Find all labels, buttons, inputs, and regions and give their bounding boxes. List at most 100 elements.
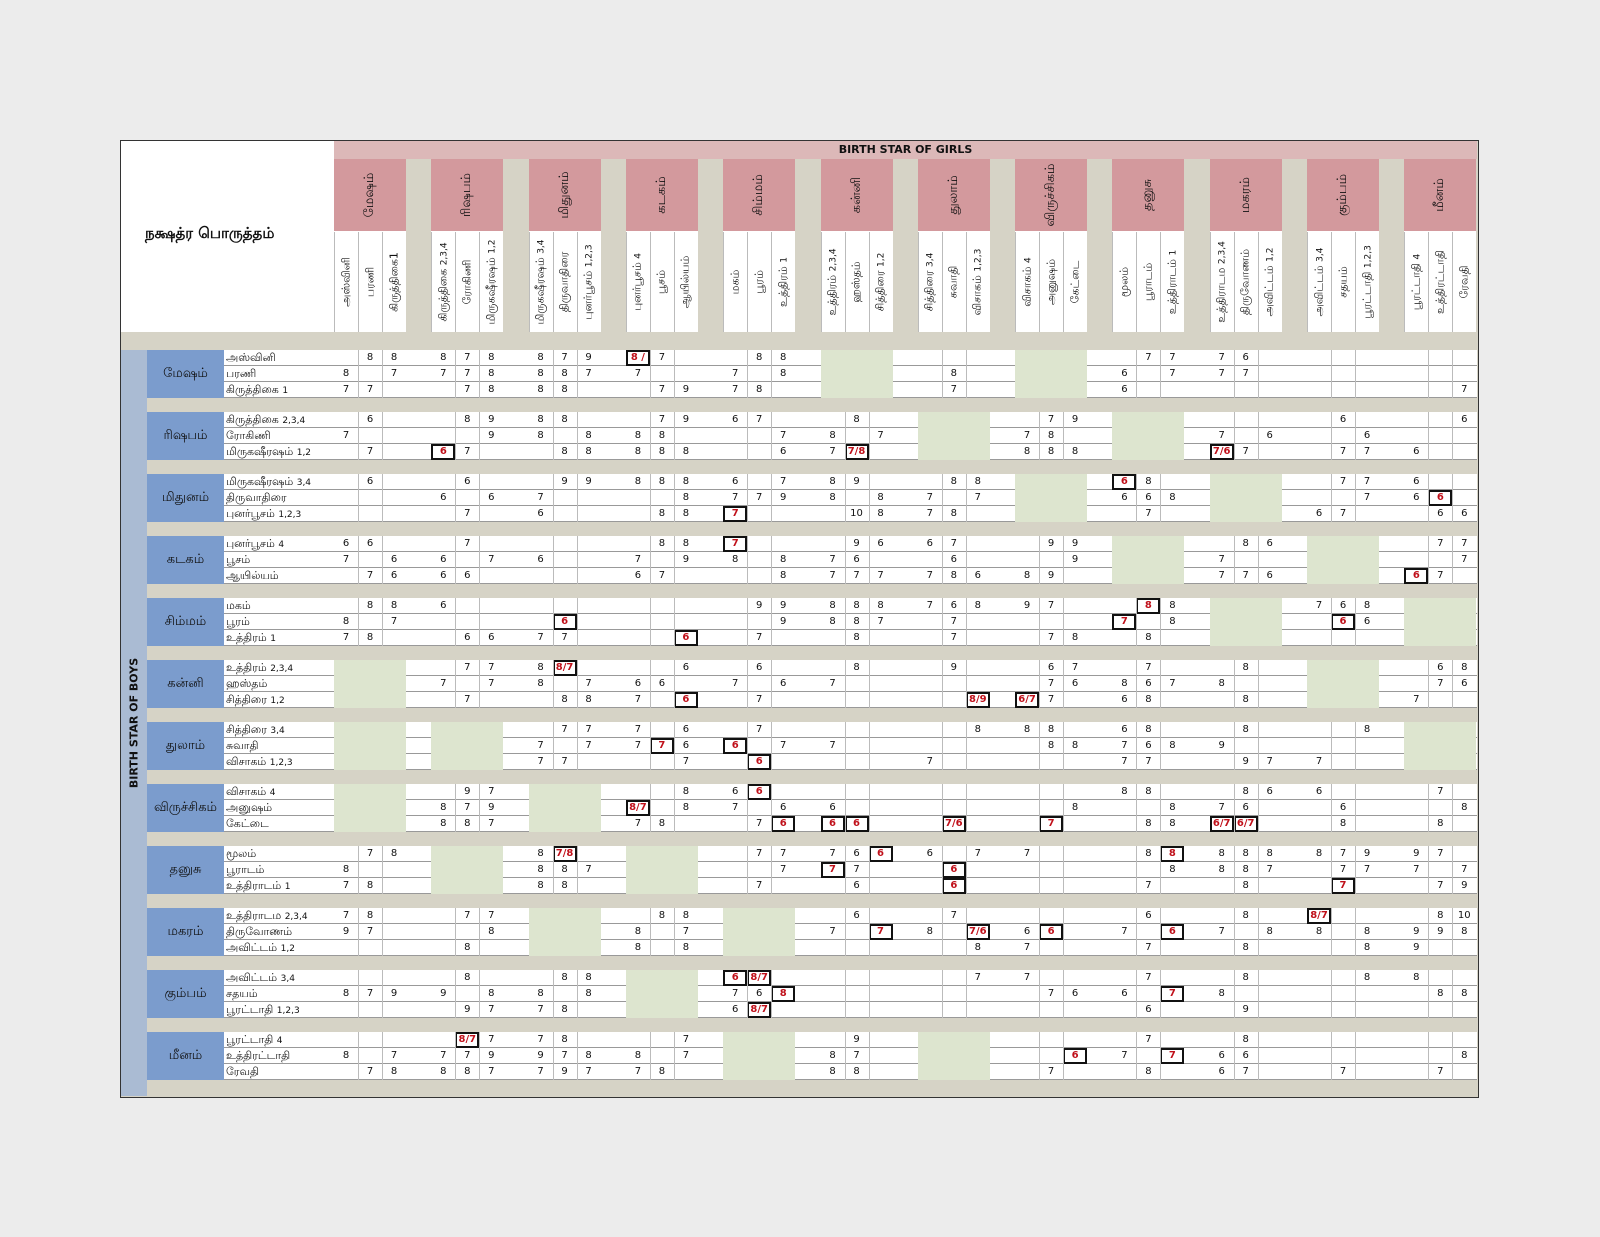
cell-divider — [576, 722, 578, 738]
cell-divider — [552, 536, 554, 552]
cell-divider — [844, 630, 846, 646]
empty-block — [334, 800, 406, 816]
score-cell — [918, 816, 942, 832]
cell-divider — [868, 536, 870, 552]
score-cell: 8 — [1169, 802, 1176, 813]
score-cell — [1428, 862, 1452, 878]
cell-divider — [1063, 722, 1065, 738]
score-cell — [1015, 738, 1039, 754]
score-cell: 7 — [1242, 446, 1249, 457]
row-star-label: உத்திராடம் 1 — [224, 878, 327, 894]
cell-divider — [1039, 412, 1041, 428]
score-cell — [650, 630, 674, 646]
score-cell — [869, 878, 893, 894]
cell-divider — [941, 970, 943, 986]
score-cell — [723, 660, 747, 676]
score-cell: 6 — [1315, 508, 1323, 519]
cell-divider — [576, 350, 578, 366]
score-cell — [431, 1002, 455, 1018]
cell-divider — [576, 552, 578, 568]
score-cell: 7 — [723, 506, 748, 522]
cell-divider — [747, 568, 749, 584]
cell-divider — [868, 878, 870, 894]
score-cell: 7 — [1315, 600, 1323, 611]
score-cell: 9 — [1047, 538, 1055, 549]
score-cell — [1136, 366, 1160, 382]
score-cell: 9 — [1363, 848, 1371, 859]
score-cell — [1015, 614, 1039, 630]
column-sign-12: மீனம் — [1404, 159, 1477, 231]
score-cell: 8 — [390, 1066, 398, 1077]
column-star-label: உத்திராடம 2,3,4 — [1209, 232, 1234, 332]
score-cell — [1452, 350, 1476, 366]
score-cell — [553, 598, 577, 614]
score-cell: 7 — [658, 414, 666, 425]
score-cell — [747, 552, 771, 568]
score-cell: 8 — [561, 1004, 568, 1015]
score-cell: 7 — [658, 352, 666, 363]
score-cell: 9 — [585, 352, 592, 363]
row-sign-3: மிதுனம் — [147, 474, 224, 522]
cell-divider — [649, 800, 651, 816]
cell-divider — [1331, 800, 1332, 816]
score-cell — [1112, 908, 1136, 924]
row-star-label: கிருத்திகை 2,3,4 — [224, 412, 327, 428]
score-cell — [1428, 800, 1452, 816]
empty-block — [917, 1064, 990, 1080]
cell-divider — [576, 412, 578, 428]
score-cell — [918, 692, 942, 708]
cell-divider — [965, 474, 967, 490]
cell-divider — [1063, 660, 1065, 676]
cell-divider — [941, 1002, 943, 1018]
cell-divider — [649, 1064, 651, 1080]
score-cell: 6 — [1071, 678, 1079, 689]
cell-divider — [1331, 1032, 1332, 1048]
cell-divider — [1428, 1002, 1430, 1018]
cell-divider — [358, 474, 359, 490]
cell-divider — [1355, 350, 1356, 366]
score-cell: 9 — [488, 430, 495, 441]
cell-divider — [1257, 940, 1259, 956]
score-cell: 7 — [732, 678, 739, 689]
score-cell — [382, 908, 406, 924]
score-cell — [1428, 1002, 1452, 1018]
column-star-label: பூராடம் — [1136, 232, 1161, 332]
score-cell — [1112, 816, 1136, 832]
cell-divider — [1039, 692, 1041, 708]
column-star-label: கேட்டை — [1063, 232, 1088, 332]
cell-divider — [1136, 1032, 1138, 1048]
score-cell — [650, 1032, 674, 1048]
score-cell — [1258, 366, 1282, 382]
score-cell — [966, 908, 990, 924]
score-cell: 7 — [1437, 1066, 1444, 1077]
row-sign-2: ரிஷபம் — [147, 412, 224, 460]
score-cell — [1136, 862, 1160, 878]
cell-divider — [965, 568, 967, 584]
score-cell: 9 — [488, 414, 495, 425]
score-cell — [1452, 1064, 1476, 1080]
cell-divider — [382, 490, 383, 506]
score-cell: 6 — [464, 570, 471, 581]
row-star-label: பரணி — [224, 366, 327, 382]
cell-divider — [771, 784, 773, 800]
score-cell: 6 — [440, 554, 447, 565]
score-cell — [1015, 908, 1039, 924]
cell-divider — [941, 800, 943, 816]
score-cell — [1428, 1048, 1452, 1064]
cell-divider — [1160, 784, 1162, 800]
score-cell: 7 — [1121, 926, 1128, 937]
cell-divider — [747, 490, 749, 506]
cell-divider — [868, 1048, 870, 1064]
score-cell — [1160, 1032, 1184, 1048]
cell-divider — [479, 986, 481, 1002]
score-cell: 6 — [1039, 924, 1064, 940]
column-star-text: அவிட்டம் 3,4 — [1312, 247, 1325, 317]
cell-divider — [552, 366, 554, 382]
cell-divider — [1039, 598, 1041, 614]
score-cell: 6 — [1413, 446, 1420, 457]
score-cell — [1210, 722, 1234, 738]
score-cell: 6 — [732, 476, 739, 487]
